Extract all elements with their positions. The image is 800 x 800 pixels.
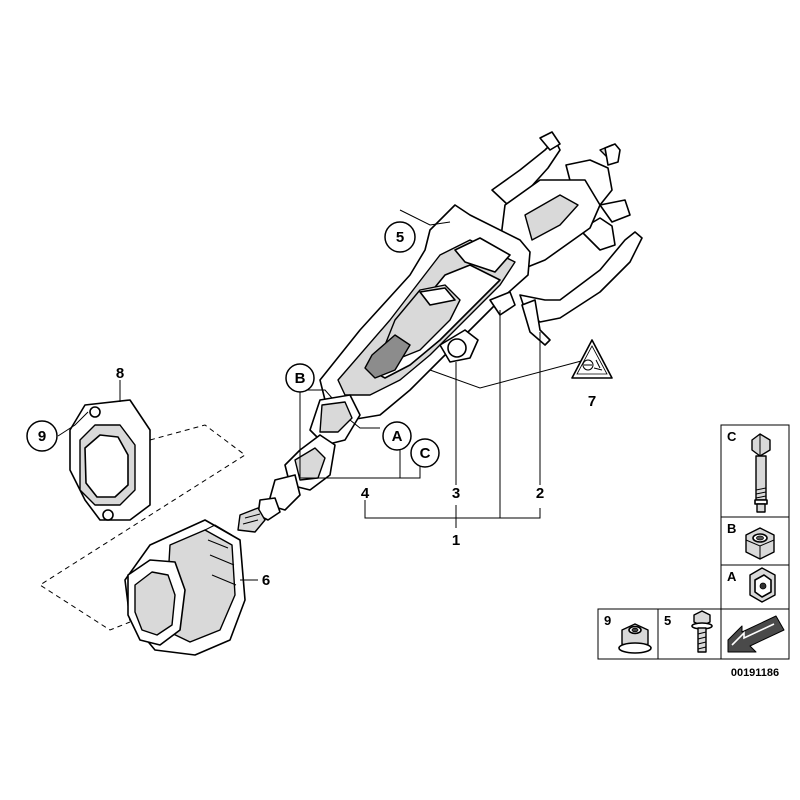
part-7-warning-label-icon — [571, 339, 613, 379]
callout-9: 9 — [38, 428, 46, 445]
callout-8: 8 — [116, 365, 124, 382]
clip-nut-icon — [749, 567, 776, 603]
legend-label-B: B — [727, 521, 736, 536]
steering-column-assembly — [237, 131, 643, 533]
callout-7: 7 — [588, 393, 596, 410]
callout-5: 5 — [396, 229, 404, 246]
part-8-flange-seal — [69, 399, 151, 521]
bolt-icon — [751, 433, 771, 513]
callout-C: C — [420, 445, 431, 462]
dashed-assembly-lines — [39, 424, 246, 631]
legend-label-5: 5 — [664, 613, 671, 628]
flange-nut-icon — [618, 623, 652, 654]
callout-4: 4 — [361, 485, 370, 502]
callout-A: A — [392, 428, 403, 445]
legend-label-A: A — [727, 569, 737, 584]
screw-icon — [691, 610, 713, 653]
callout-B: B — [295, 370, 306, 387]
callout-1: 1 — [452, 532, 460, 549]
fastener-legend: C B A 9 — [597, 424, 790, 679]
hex-nut-icon — [745, 527, 775, 560]
reference-number: 00191186 — [731, 667, 779, 679]
legend-label-9: 9 — [604, 613, 611, 628]
callout-2: 2 — [536, 485, 544, 502]
callout-labels: 5 B A C 9 8 7 6 4 3 2 1 — [26, 221, 596, 589]
part-6-bellows-boot — [124, 519, 246, 656]
callout-6: 6 — [262, 572, 270, 589]
callout-3: 3 — [452, 485, 460, 502]
legend-label-C: C — [727, 429, 737, 444]
direction-arrow-icon — [727, 615, 785, 653]
leader-lines — [57, 209, 586, 581]
